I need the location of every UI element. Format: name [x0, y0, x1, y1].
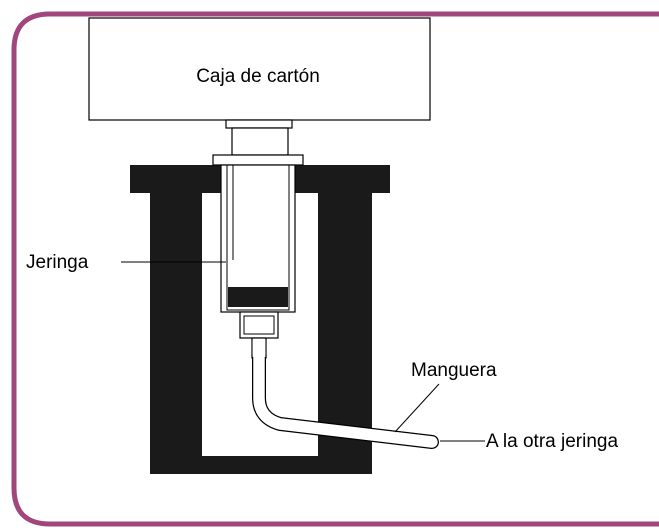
hose-connector-cover — [252, 340, 266, 357]
syringe-inner-barrel — [226, 164, 290, 311]
syringe-flange — [212, 154, 304, 166]
hose-fill — [253, 352, 438, 448]
stand — [130, 165, 390, 474]
plunger-rubber — [228, 287, 288, 307]
other-syringe-label: A la otra jeringa — [486, 431, 618, 452]
syringe-label: Jeringa — [26, 252, 89, 273]
frame-border — [11, 11, 659, 527]
cardboard-box-label: Caja de cartón — [196, 66, 320, 87]
plunger-cap — [225, 119, 293, 129]
plunger-shaft — [231, 127, 289, 156]
syringe-nozzle-inner — [243, 315, 275, 335]
hose-leader-line — [394, 383, 440, 433]
hose-label: Manguera — [411, 360, 497, 381]
